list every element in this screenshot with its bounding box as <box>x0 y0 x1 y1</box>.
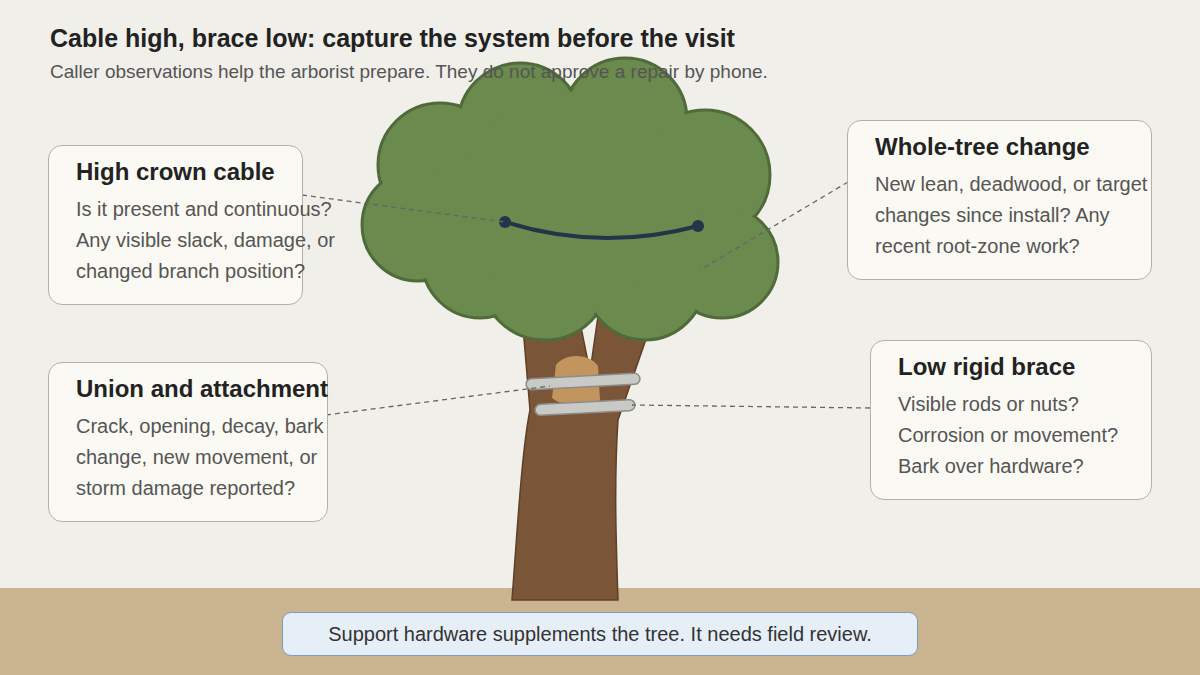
crown-cable <box>505 222 698 238</box>
leader-line <box>326 386 550 415</box>
tree-crown <box>362 58 778 340</box>
note-text: Support hardware supplements the tree. I… <box>328 623 872 646</box>
leader-line <box>302 195 505 222</box>
tree-trunk <box>512 312 652 600</box>
box-body: Crack, opening, decay, bark change, new … <box>76 411 364 504</box>
cable-anchor <box>692 220 704 232</box>
box-heading: High crown cable <box>76 157 275 187</box>
box-heading: Whole-tree change <box>875 132 1090 162</box>
callout-box: Union and attachmentCrack, opening, deca… <box>48 362 328 522</box>
brace-rod <box>535 399 635 415</box>
diagram-title: Cable high, brace low: capture the syste… <box>50 24 735 53</box>
note-box: Support hardware supplements the tree. I… <box>282 612 918 656</box>
box-body: Is it present and continuous? Any visibl… <box>76 194 368 287</box>
ground-band <box>0 588 1200 675</box>
callout-box: High crown cableIs it present and contin… <box>48 145 303 305</box>
callout-box: Whole-tree changeNew lean, deadwood, or … <box>847 120 1152 280</box>
box-heading: Union and attachment <box>76 374 328 404</box>
leader-line <box>700 182 848 270</box>
box-body: Visible rods or nuts? Corrosion or movem… <box>898 389 1148 482</box>
callout-box: Low rigid braceVisible rods or nuts? Cor… <box>870 340 1152 500</box>
box-body: New lean, deadwood, or target changes si… <box>875 169 1167 262</box>
box-heading: Low rigid brace <box>898 352 1075 382</box>
subtitle-note: Caller observations help the arborist pr… <box>50 61 768 83</box>
leader-line <box>632 405 870 408</box>
